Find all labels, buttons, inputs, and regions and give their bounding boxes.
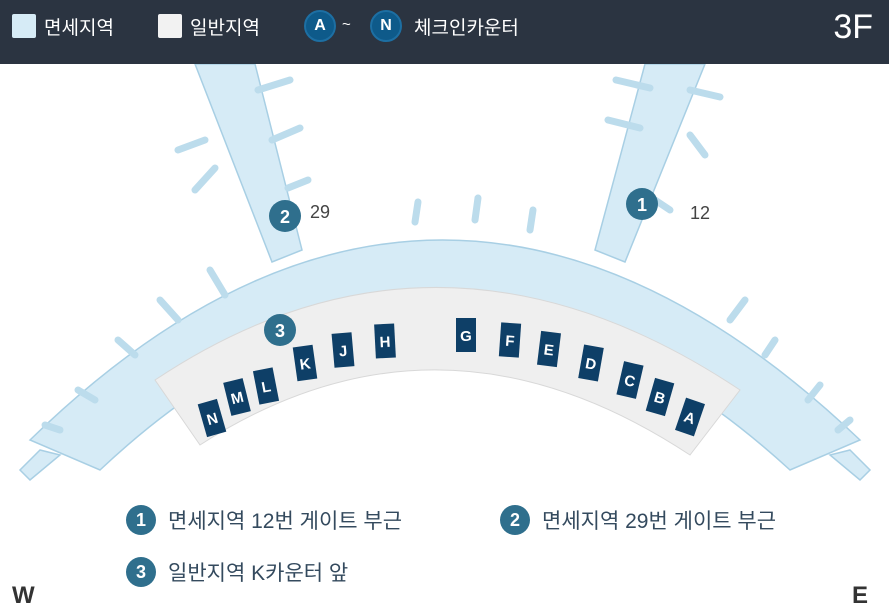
compass-west: W xyxy=(12,582,35,609)
marker-3[interactable]: 3 xyxy=(264,314,296,346)
checkin-counter-g[interactable]: G xyxy=(456,318,476,352)
checkin-counter-label: H xyxy=(379,334,391,352)
general-area xyxy=(154,287,741,456)
gate-label-29: 29 xyxy=(310,202,330,222)
legend-item-3-num: 3 xyxy=(126,557,156,587)
marker-2[interactable]: 2 xyxy=(269,200,301,232)
checkin-counter-d[interactable]: D xyxy=(578,344,604,382)
legend-checkin-label: 체크인카운터 xyxy=(414,18,519,39)
legend-general-label: 일반지역 xyxy=(190,18,260,39)
legend-bar: 면세지역 일반지역 A ~ N 체크인카운터 3F xyxy=(0,0,889,64)
checkin-counter-label: F xyxy=(505,333,515,351)
marker-3-label: 3 xyxy=(275,321,285,341)
marker-2-label: 2 xyxy=(280,207,290,227)
legend-item-2-text: 면세지역 29번 게이트 부근 xyxy=(542,510,777,533)
checkin-counter-h[interactable]: H xyxy=(374,323,396,359)
checkin-counter-a[interactable]: A xyxy=(675,397,705,437)
jet-bridges xyxy=(41,76,854,434)
checkin-counter-m[interactable]: M xyxy=(223,378,251,416)
floor-indicator: 3F xyxy=(833,8,873,46)
checkin-counter-label: L xyxy=(260,378,272,396)
legend-dutyfree-label: 면세지역 xyxy=(44,18,114,39)
tilde: ~ xyxy=(342,16,351,33)
checkin-counters: NML K J H G F E D CBA xyxy=(197,318,705,438)
dutyfree-swatch xyxy=(12,14,36,38)
checkin-counter-label: J xyxy=(338,343,348,361)
checkin-counter-f[interactable]: F xyxy=(498,322,522,358)
gate-label-12: 12 xyxy=(690,203,710,223)
checkin-counter-label: N xyxy=(205,410,220,429)
checkin-counter-label: C xyxy=(622,372,637,391)
dutyfree-area xyxy=(18,64,872,482)
checkin-counter-n[interactable]: N xyxy=(197,398,227,438)
checkin-counter-j[interactable]: J xyxy=(331,332,355,368)
legend-item-2-num: 2 xyxy=(500,505,530,535)
legend-item-1-text: 면세지역 12번 게이트 부근 xyxy=(168,510,403,533)
checkin-counter-l[interactable]: L xyxy=(252,367,280,405)
checkin-counter-b[interactable]: B xyxy=(645,377,675,417)
checkin-counter-label: B xyxy=(652,389,667,408)
checkin-counter-label: G xyxy=(460,328,472,345)
counter-badge-end: N xyxy=(370,10,402,42)
legend-item-3-text: 일반지역 K카운터 앞 xyxy=(168,562,349,585)
legend-item-1-num: 1 xyxy=(126,505,156,535)
marker-1[interactable]: 1 xyxy=(626,188,658,220)
general-swatch xyxy=(158,14,182,38)
compass-east: E xyxy=(852,582,869,609)
counter-badge-start: A xyxy=(304,10,336,42)
terminal-map: NML K J H G F E D CBA 29 12 1 2 3 xyxy=(18,64,872,482)
marker-1-label: 1 xyxy=(637,195,647,215)
checkin-counter-label: K xyxy=(299,355,312,373)
checkin-counter-k[interactable]: K xyxy=(292,344,318,382)
legend-item-2: 2 면세지역 29번 게이트 부근 xyxy=(500,505,776,535)
checkin-counter-label: M xyxy=(229,389,245,409)
checkin-counter-e[interactable]: E xyxy=(537,330,561,368)
checkin-counter-c[interactable]: C xyxy=(616,361,644,399)
legend-item-3: 3 일반지역 K카운터 앞 xyxy=(126,557,348,587)
checkin-counter-label: D xyxy=(584,355,598,374)
legend-item-1: 1 면세지역 12번 게이트 부근 xyxy=(126,505,402,535)
checkin-counter-label: E xyxy=(543,341,555,359)
